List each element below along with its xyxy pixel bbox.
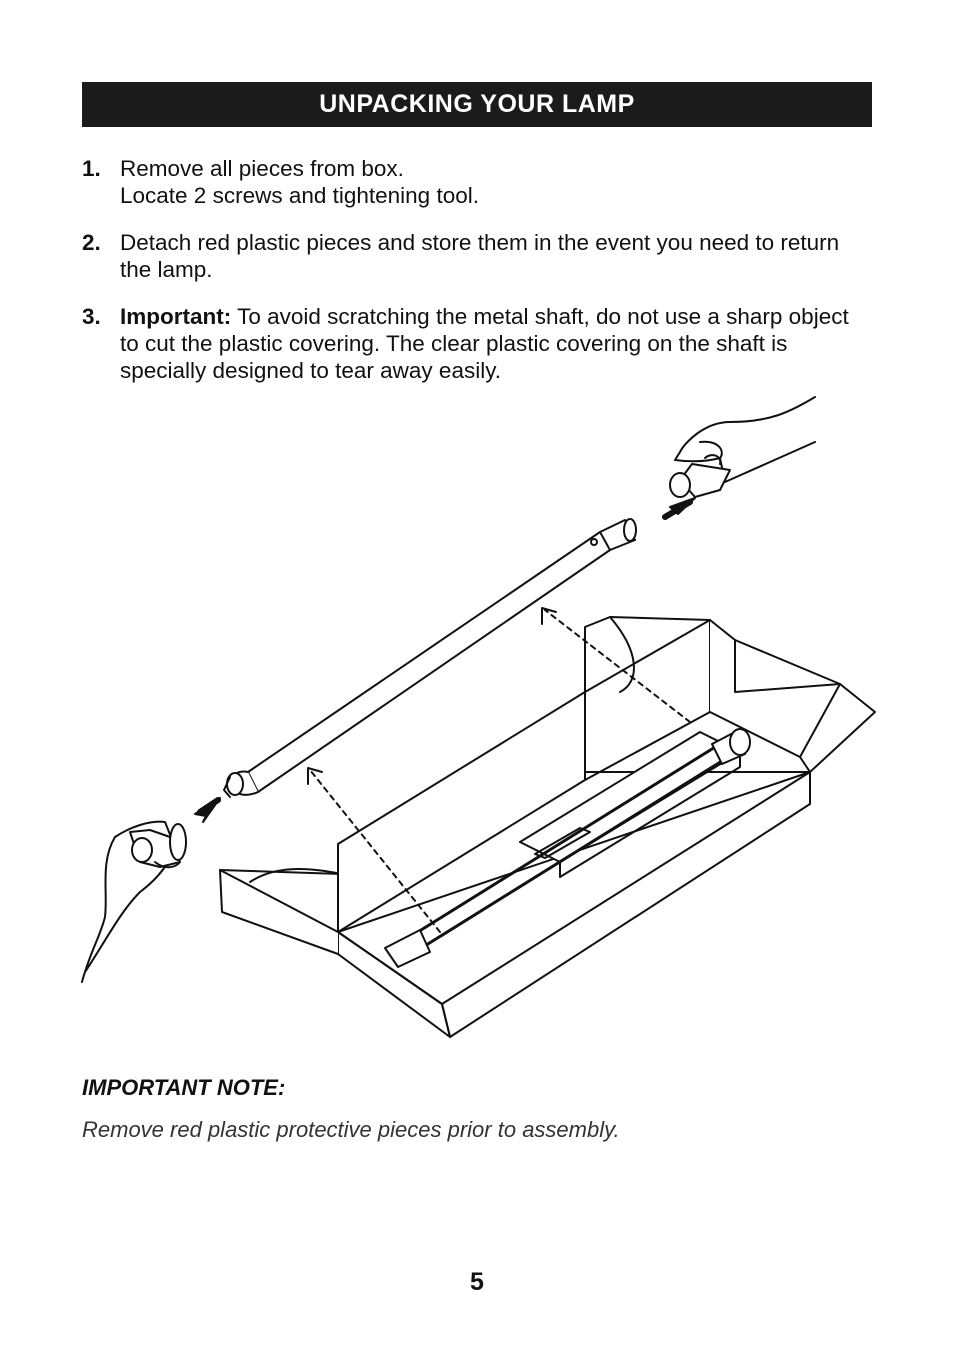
step-body: To avoid scratching the metal shaft, do … <box>120 304 849 383</box>
page-number: 5 <box>470 1268 484 1296</box>
box-icon <box>219 616 876 1038</box>
remove-arrow-icon <box>194 497 696 823</box>
step-number: 1. <box>82 156 101 181</box>
step-line: Locate 2 screws and tightening tool. <box>120 183 479 208</box>
lift-arrow-icon <box>309 609 691 933</box>
step-text: Detach red plastic pieces and store them… <box>120 230 840 282</box>
section-header: UNPACKING YOUR LAMP <box>82 82 872 127</box>
instruction-list: 1. Remove all pieces from box. Locate 2 … <box>82 155 872 404</box>
important-label: Important: <box>120 304 232 329</box>
lamp-shaft-icon <box>223 518 637 798</box>
arrowhead-icon <box>307 607 557 785</box>
step-3: 3. Important: To avoid scratching the me… <box>82 303 872 384</box>
section-title: UNPACKING YOUR LAMP <box>319 90 635 118</box>
step-text: Important: To avoid scratching the metal… <box>120 303 872 384</box>
step-number: 3. <box>82 304 101 329</box>
note-body: Remove red plastic protective pieces pri… <box>82 1117 620 1142</box>
unpacking-illustration <box>81 396 876 1038</box>
step-2: 2. Detach red plastic pieces and store t… <box>82 229 872 283</box>
right-hand-icon <box>669 396 816 498</box>
step-line: Remove all pieces from box. <box>120 156 404 181</box>
left-hand-icon <box>81 820 187 983</box>
step-1: 1. Remove all pieces from box. Locate 2 … <box>82 155 872 209</box>
step-number: 2. <box>82 230 101 255</box>
step-text: Remove all pieces from box. Locate 2 scr… <box>120 155 872 209</box>
note-title: IMPORTANT NOTE: <box>82 1075 286 1100</box>
